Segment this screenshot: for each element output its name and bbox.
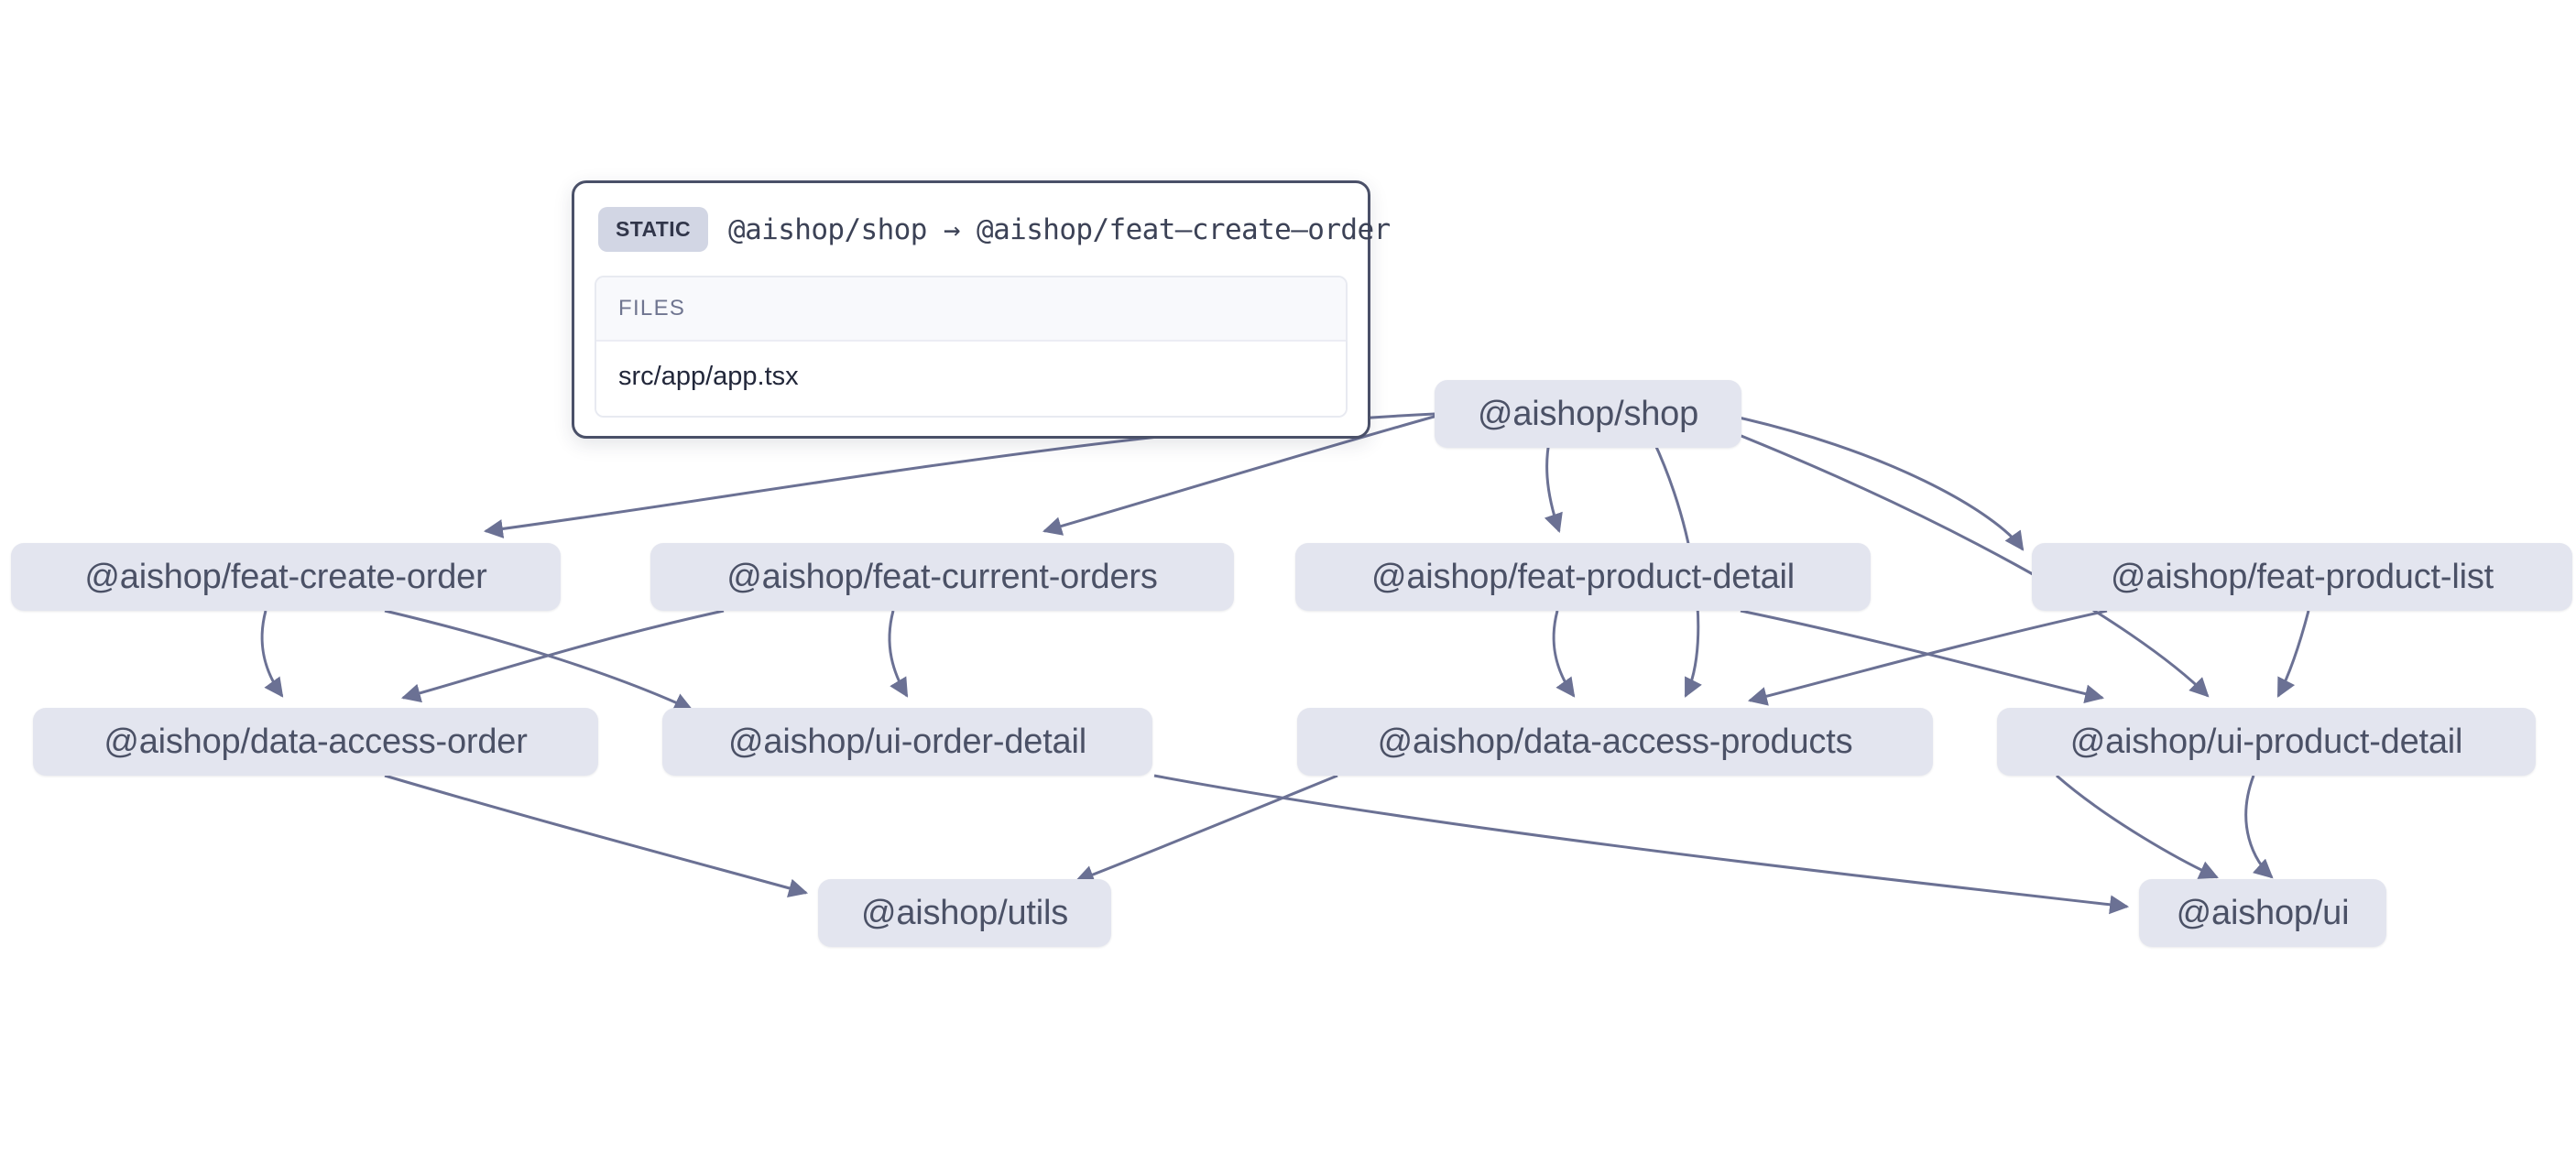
graph-node-feat-current-orders[interactable]: @aishop/feat-current-orders xyxy=(650,543,1234,611)
edge-ui-product-detail-to-ui xyxy=(2056,774,2219,879)
graph-node-ui-order-detail[interactable]: @aishop/ui-order-detail xyxy=(662,708,1152,776)
files-panel: FILES src/app/app.tsx xyxy=(595,276,1348,418)
edge-feat-current-orders-to-ui-order-detail xyxy=(888,610,909,698)
edge-ui-order-detail-to-ui xyxy=(1153,774,2130,915)
graph-node-feat-product-detail[interactable]: @aishop/feat-product-detail xyxy=(1295,543,1871,611)
node-label: @aishop/feat-create-order xyxy=(84,557,487,596)
edge-feat-product-detail-to-ui-product-detail xyxy=(1740,609,2105,704)
graph-node-data-access-products[interactable]: @aishop/data-access-products xyxy=(1297,708,1933,776)
file-list-item[interactable]: src/app/app.tsx xyxy=(596,342,1346,416)
node-label: @aishop/ui-product-detail xyxy=(2069,722,2463,761)
tooltip-header: STATIC @aishop/shop → @aishop/feat–creat… xyxy=(595,203,1391,252)
edge-tooltip-card[interactable]: STATIC @aishop/shop → @aishop/feat–creat… xyxy=(572,180,1391,439)
node-label: @aishop/shop xyxy=(1477,394,1699,433)
node-label: @aishop/feat-product-list xyxy=(2111,557,2494,596)
node-label: @aishop/utils xyxy=(860,893,1069,932)
files-section-header: FILES xyxy=(596,277,1346,342)
graph-node-shop[interactable]: @aishop/shop xyxy=(1435,380,1741,448)
graph-node-feat-create-order[interactable]: @aishop/feat-create-order xyxy=(11,543,561,611)
edge-feat-current-orders-to-data-access-order xyxy=(400,609,725,703)
graph-node-ui-product-detail[interactable]: @aishop/ui-product-detail xyxy=(1997,708,2536,776)
graph-node-ui[interactable]: @aishop/ui xyxy=(2139,879,2386,947)
edge-shop-to-feat-product-list xyxy=(1721,412,2025,551)
edge-data-access-products-to-utils xyxy=(1075,774,1338,885)
tooltip-title: @aishop/shop → @aishop/feat–create–order xyxy=(728,212,1391,246)
node-label: @aishop/ui-order-detail xyxy=(728,722,1086,761)
edge-feat-product-detail-to-data-access-products xyxy=(1552,610,1576,698)
edge-data-access-order-to-utils xyxy=(384,774,809,898)
edge-ui-product-detail-curve-to-ui xyxy=(2244,775,2274,879)
node-label: @aishop/feat-product-detail xyxy=(1371,557,1795,596)
node-label: @aishop/feat-current-orders xyxy=(726,557,1158,596)
edge-feat-product-list-to-data-access-products xyxy=(1747,609,2108,706)
edge-feat-create-order-to-data-access-order xyxy=(260,610,284,698)
graph-node-utils[interactable]: @aishop/utils xyxy=(818,879,1111,947)
node-label: @aishop/ui xyxy=(2176,893,2350,932)
edge-feat-product-list-to-ui-product-detail xyxy=(2276,610,2310,698)
node-label: @aishop/data-access-products xyxy=(1377,722,1853,761)
graph-node-data-access-order[interactable]: @aishop/data-access-order xyxy=(33,708,598,776)
node-label: @aishop/data-access-order xyxy=(104,722,528,761)
edge-feat-create-order-to-ui-order-detail xyxy=(384,609,693,712)
graph-node-feat-product-list[interactable]: @aishop/feat-product-list xyxy=(2032,543,2572,611)
static-badge: STATIC xyxy=(598,207,709,252)
